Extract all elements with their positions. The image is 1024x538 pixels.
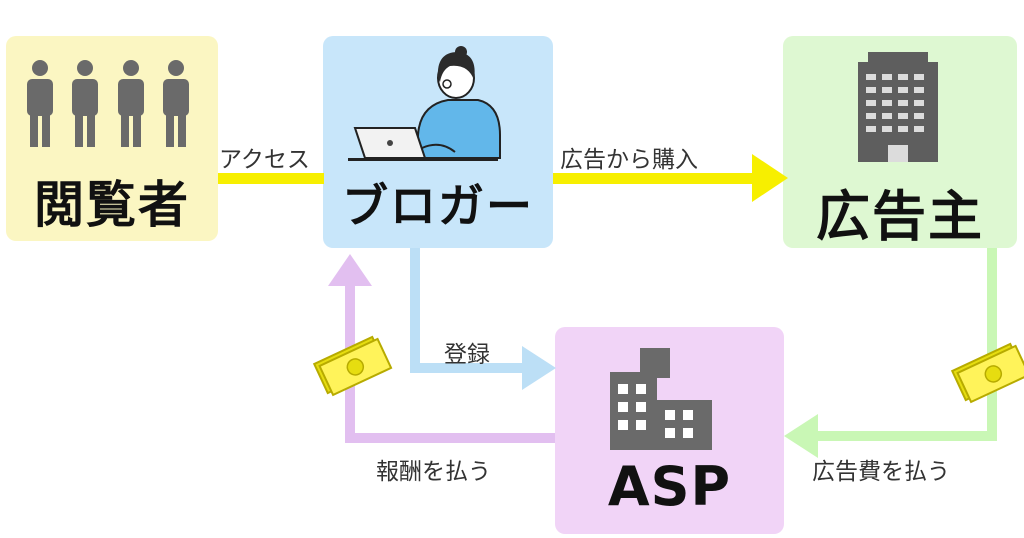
reward-edge-label: 報酬を払う [376,459,491,485]
asp-building-icon [610,348,712,450]
purchase-edge-label: 広告から購入 [560,147,698,173]
purchase-arrow [553,154,788,202]
access-edge-label: アクセス [219,147,310,173]
office-building-icon [858,52,938,162]
blogger-laptop-icon [348,46,501,161]
advertiser-label: 広告主 [816,185,984,248]
ad-fee-arrow [784,248,997,458]
blogger-label: ブロガー [342,179,534,233]
asp-label: ASP [607,455,732,518]
ad-fee-edge-label: 広告費を払う [812,459,950,485]
money-icon [312,335,393,397]
money-icon [950,342,1024,404]
register-edge-label: 登録 [444,342,490,368]
viewers-label: 閲覧者 [34,176,190,234]
access-arrow [218,173,324,184]
register-arrow [410,248,556,390]
people-icon [27,60,189,147]
